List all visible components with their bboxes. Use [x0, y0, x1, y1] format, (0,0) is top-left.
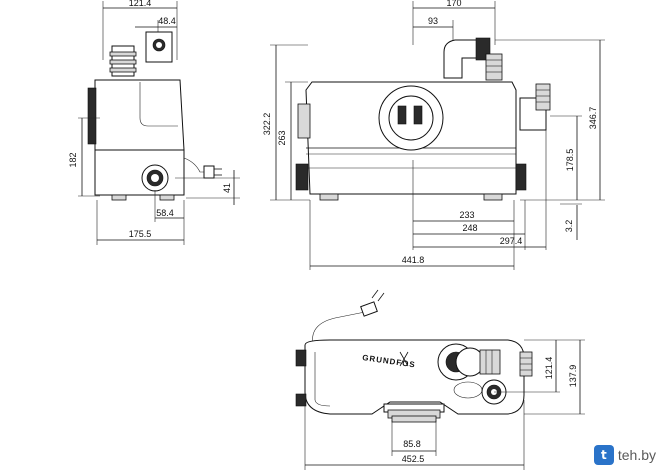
dim-front-body-height: 263 [277, 130, 287, 145]
dim-front-overall-height: 322.2 [262, 113, 272, 136]
dim-top-depth-a: 121.4 [544, 357, 554, 380]
front-view: 170 93 [262, 0, 605, 270]
dim-front-feet-offset: 3.2 [564, 220, 574, 233]
dim-side-height: 182 [68, 152, 78, 167]
dim-front-total-width: 441.8 [402, 255, 425, 265]
dim-side-inlet-height: 41 [222, 183, 232, 193]
t-logo-icon: t [593, 445, 614, 465]
top-view: GRUNDFOS 121.4 137.9 8 [295, 289, 585, 470]
dim-side-base-width: 175.5 [129, 229, 152, 239]
dim-front-width-c: 297.4 [500, 236, 523, 246]
side-view: 121.4 48.4 182 [68, 0, 240, 245]
dim-front-top-a: 170 [446, 0, 461, 8]
watermark: t teh.by [593, 445, 656, 465]
dim-front-top-b: 93 [428, 16, 438, 26]
watermark-text: teh.by [617, 447, 656, 463]
dim-top-port-width: 85.8 [403, 439, 421, 449]
dim-side-inlet-offset: 58.4 [156, 208, 174, 218]
dim-side-top-width: 121.4 [129, 0, 152, 8]
dim-top-total-width: 452.5 [402, 454, 425, 464]
dim-front-right-height: 346.7 [588, 107, 598, 130]
dim-side-outlet-offset: 48.4 [158, 16, 176, 26]
dim-front-inlet-height: 178.5 [565, 149, 575, 172]
dim-front-width-b: 248 [462, 223, 477, 233]
dim-top-depth-b: 137.9 [568, 365, 578, 388]
dim-front-width-a: 233 [459, 210, 474, 220]
brand-x-icon [399, 351, 409, 367]
